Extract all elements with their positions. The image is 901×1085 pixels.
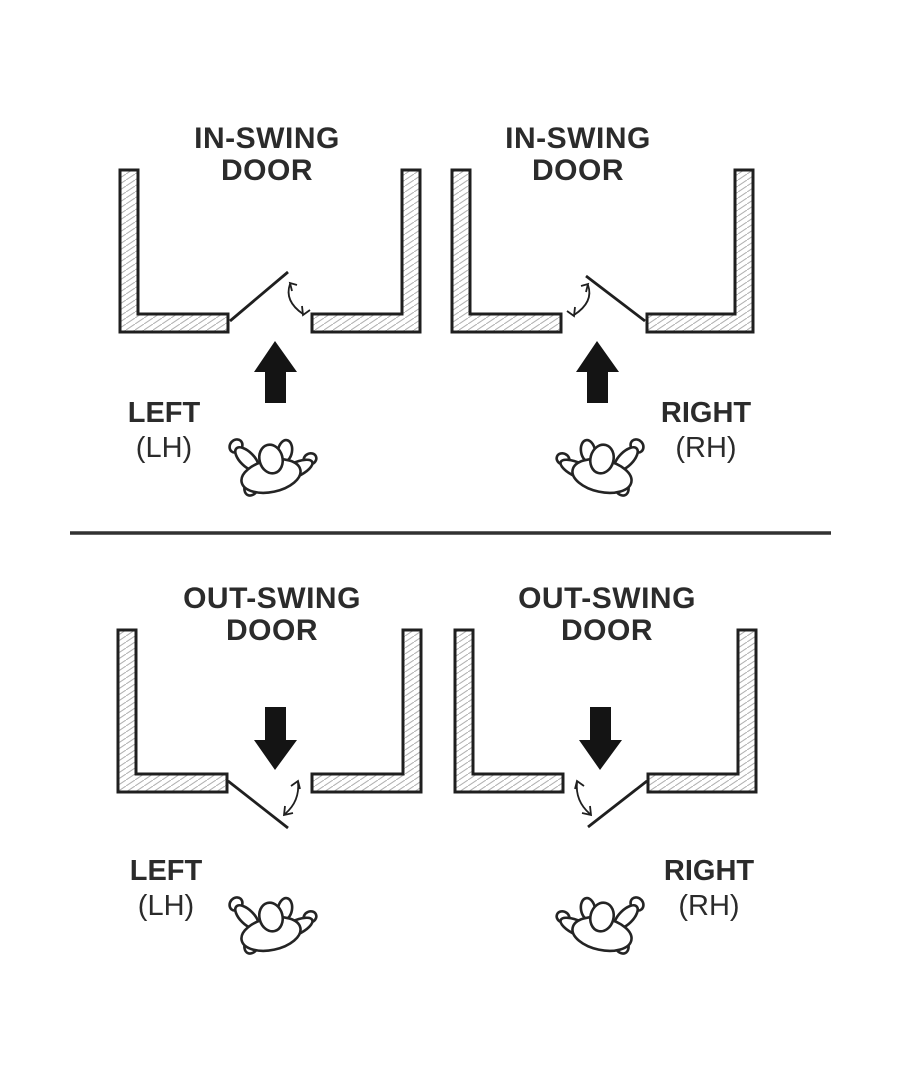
wall-left: [118, 168, 230, 334]
panel-out-swing-right: [453, 628, 758, 958]
wall-left: [450, 168, 563, 334]
hand-abbr: (LH): [135, 432, 193, 464]
wall-right: [645, 168, 755, 334]
hand-abbr: (RH): [678, 890, 740, 922]
door-leaf: [585, 274, 646, 323]
title-line: DOOR: [225, 614, 318, 647]
hand-word: RIGHT: [660, 397, 752, 429]
hand-abbr: (LH): [137, 890, 195, 922]
panel-in-swing-right: [450, 168, 755, 500]
hand-label-right: RIGHT (RH): [661, 398, 751, 463]
person-icon: [553, 435, 648, 500]
direction-arrow-down-icon: [579, 707, 622, 770]
door-leaf: [227, 779, 289, 830]
wall-right: [310, 168, 422, 334]
direction-arrow-up-icon: [254, 341, 297, 403]
direction-arrow-down-icon: [254, 707, 297, 770]
wall-right: [310, 628, 423, 794]
swing-arc-arrow: [287, 283, 304, 315]
hand-word: LEFT: [127, 397, 201, 429]
swing-arc-arrowhead: [580, 282, 590, 293]
hand-word: RIGHT: [663, 855, 755, 887]
wall-left: [116, 628, 229, 794]
swing-arc-arrowhead: [566, 306, 576, 318]
swing-arc-arrowhead: [581, 805, 593, 817]
panel-title: IN-SWING DOOR: [194, 123, 340, 187]
person-icon: [225, 893, 320, 958]
door-leaf: [229, 270, 289, 323]
title-line: OUT-SWING: [518, 582, 696, 615]
person-icon: [553, 893, 648, 958]
hand-label-left: LEFT (LH): [130, 856, 203, 921]
panel-title: IN-SWING DOOR: [505, 123, 651, 187]
hand-word: LEFT: [129, 855, 203, 887]
title-line: DOOR: [560, 614, 653, 647]
title-line: IN-SWING: [194, 122, 340, 155]
swing-arc-arrowhead: [301, 305, 311, 317]
person-icon: [225, 435, 320, 500]
swing-arc-arrowhead: [574, 779, 585, 790]
panel-in-swing-left: [118, 168, 422, 500]
title-line: OUT-SWING: [183, 582, 361, 615]
title-line: DOOR: [221, 154, 313, 187]
panel-out-swing-left: [116, 628, 423, 958]
swing-arc-arrow: [284, 781, 300, 815]
swing-arc-arrow: [573, 284, 591, 316]
wall-left: [453, 628, 565, 794]
door-leaf: [587, 779, 648, 829]
direction-arrow-up-icon: [576, 341, 619, 403]
swing-arc-arrowhead: [282, 805, 294, 817]
title-line: IN-SWING: [505, 122, 651, 155]
hand-label-right: RIGHT (RH): [664, 856, 754, 921]
swing-arc-arrow: [575, 781, 591, 815]
hand-label-left: LEFT (LH): [128, 398, 201, 463]
panel-title: OUT-SWING DOOR: [518, 583, 696, 647]
wall-right: [646, 628, 758, 794]
panel-title: OUT-SWING DOOR: [183, 583, 361, 647]
swing-arc-arrowhead: [290, 779, 301, 790]
swing-arc-arrowhead: [288, 281, 298, 292]
title-line: DOOR: [532, 154, 624, 187]
hand-abbr: (RH): [675, 432, 737, 464]
